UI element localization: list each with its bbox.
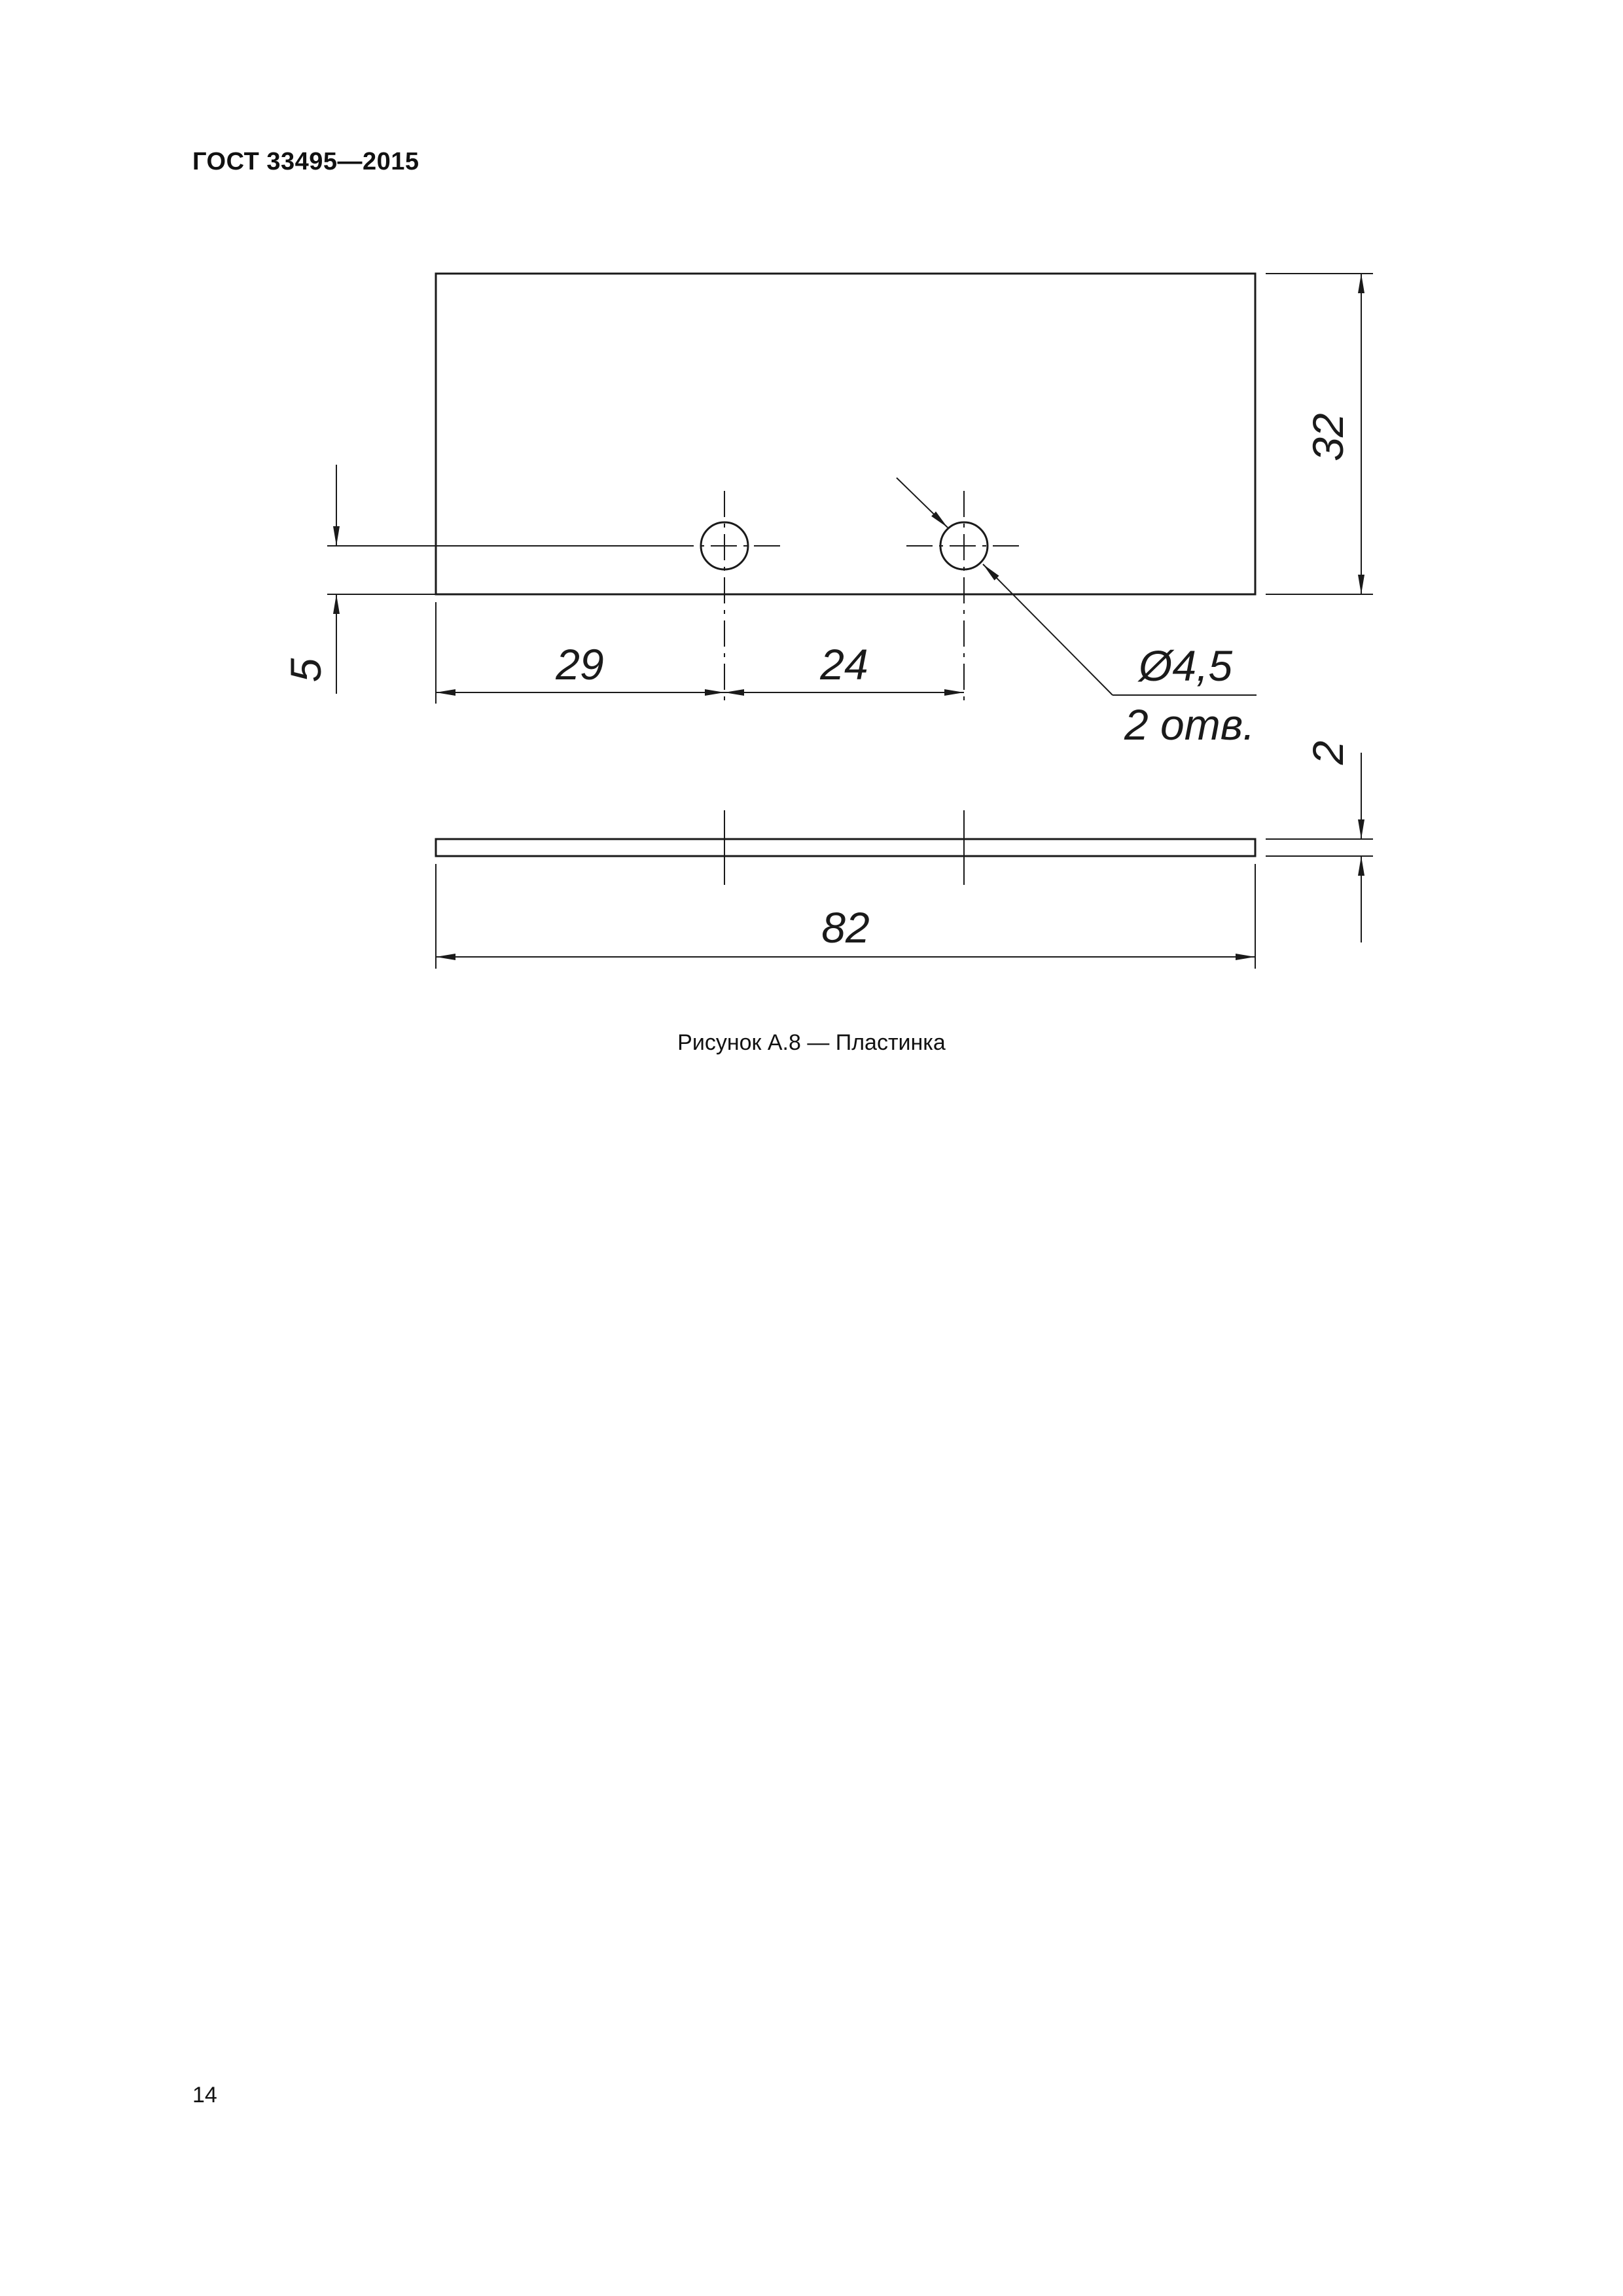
technical-drawing: 29 24 82 32 5 2 Ø4,5 2 отв. (0, 0, 1623, 1021)
dim-text-29: 29 (555, 640, 603, 689)
figure-caption: Рисунок А.8 — Пластинка (677, 1030, 946, 1055)
dim-text-2: 2 (1304, 741, 1352, 766)
plate-outline (435, 272, 1257, 596)
dim-text-82: 82 (821, 903, 869, 952)
dim-text-24: 24 (819, 640, 868, 689)
hole-leader-out (982, 564, 1113, 696)
document-standard-header: ГОСТ 33495—2015 (192, 148, 419, 175)
dim-text-5: 5 (281, 658, 330, 682)
drawing-canvas: 29 24 82 32 5 2 Ø4,5 2 отв. (281, 272, 1373, 969)
hole-leader-in (896, 477, 948, 528)
plate-side-view (435, 838, 1257, 857)
hole-count-text: 2 отв. (1124, 700, 1255, 749)
hole-diameter-text: Ø4,5 (1137, 641, 1232, 690)
dim-text-32: 32 (1304, 413, 1352, 461)
page-number: 14 (192, 2083, 217, 2108)
